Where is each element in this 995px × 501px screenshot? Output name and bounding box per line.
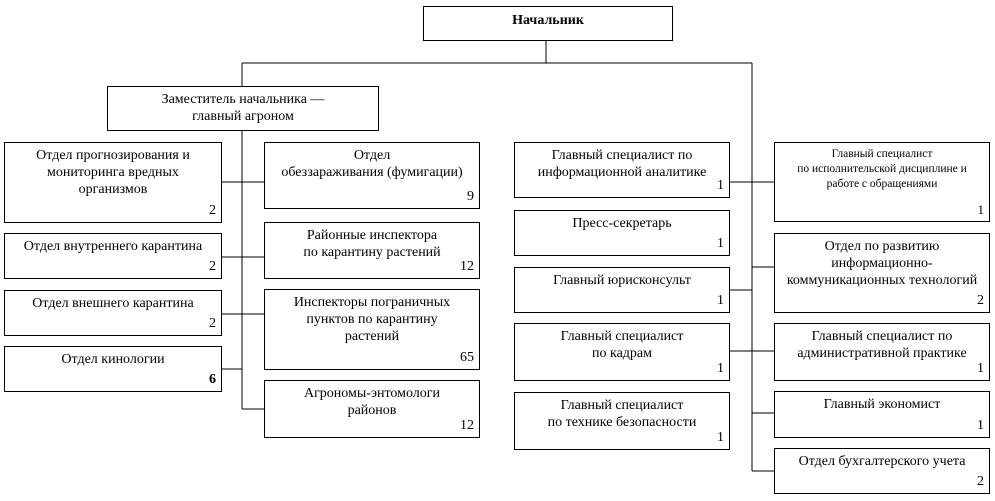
chief-label: Начальник — [512, 13, 584, 28]
accounting-dept-count: 2 — [977, 474, 984, 489]
safety-specialist-box: Главный специалист по технике безопаснос… — [514, 392, 730, 450]
admin-practice-specialist-count: 1 — [977, 361, 984, 376]
dept-external-quarantine-label: Отдел внешнего карантина — [32, 296, 194, 311]
dept-forecasting-label: Отдел прогнозирования и мониторинга вред… — [36, 148, 190, 197]
admin-practice-specialist-box: Главный специалист по административной п… — [774, 323, 990, 381]
discipline-specialist-box: Главный специалист по исполнительской ди… — [774, 142, 990, 222]
safety-specialist-label: Главный специалист по технике безопаснос… — [547, 398, 697, 430]
district-inspectors-count: 12 — [460, 259, 474, 274]
chief-box: Начальник — [423, 6, 673, 41]
hr-specialist-count: 1 — [717, 361, 724, 376]
hr-specialist-box: Главный специалист по кадрам 1 — [514, 323, 730, 381]
dept-internal-quarantine-label: Отдел внутреннего карантина — [23, 239, 203, 254]
district-inspectors-label: Районные инспектора по карантину растени… — [303, 228, 441, 260]
press-secretary-box: Пресс-секретарь 1 — [514, 210, 730, 256]
discipline-specialist-count: 1 — [977, 202, 985, 217]
border-inspectors-box: Инспекторы пограничных пунктов по карант… — [264, 289, 480, 370]
border-inspectors-label: Инспекторы пограничных пунктов по карант… — [293, 295, 451, 344]
info-analytics-specialist-box: Главный специалист по информационной ана… — [514, 142, 730, 198]
ict-development-dept-box: Отдел по развитию информационно- коммуни… — [774, 233, 990, 313]
admin-practice-specialist-label: Главный специалист по административной п… — [797, 329, 967, 361]
dept-forecasting-box: Отдел прогнозирования и мониторинга вред… — [4, 142, 222, 223]
dept-external-quarantine-box: Отдел внешнего карантина 2 — [4, 290, 222, 336]
chief-economist-box: Главный экономист 1 — [774, 391, 990, 438]
dept-external-quarantine-count: 2 — [209, 316, 216, 331]
agronomists-entomologists-box: Агрономы-энтомологи районов 12 — [264, 380, 480, 438]
info-analytics-specialist-label: Главный специалист по информационной ана… — [537, 148, 707, 180]
accounting-dept-label: Отдел бухгалтерского учета — [798, 454, 966, 469]
chief-economist-count: 1 — [977, 418, 984, 433]
safety-specialist-count: 1 — [717, 430, 724, 445]
dept-internal-quarantine-count: 2 — [209, 259, 216, 274]
dept-forecasting-count: 2 — [209, 203, 216, 218]
hr-specialist-label: Главный специалист по кадрам — [560, 329, 684, 361]
chief-economist-label: Главный экономист — [823, 397, 941, 412]
dept-internal-quarantine-box: Отдел внутреннего карантина 2 — [4, 233, 222, 279]
ict-development-dept-label: Отдел по развитию информационно- коммуни… — [786, 239, 978, 288]
dept-cynology-label: Отдел кинологии — [61, 352, 165, 367]
agronomists-entomologists-count: 12 — [460, 418, 474, 433]
chief-legal-counsel-box: Главный юрисконсульт 1 — [514, 267, 730, 313]
deputy-box: Заместитель начальника — главный агроном — [107, 86, 379, 131]
ict-development-dept-count: 2 — [977, 293, 984, 308]
deputy-label: Заместитель начальника — главный агроном — [161, 92, 325, 124]
info-analytics-specialist-count: 1 — [717, 178, 724, 193]
press-secretary-label: Пресс-секретарь — [572, 216, 672, 231]
district-inspectors-box: Районные инспектора по карантину растени… — [264, 222, 480, 279]
chief-legal-counsel-label: Главный юрисконсульт — [553, 273, 691, 288]
dept-cynology-box: Отдел кинологии 6 — [4, 346, 222, 392]
accounting-dept-box: Отдел бухгалтерского учета 2 — [774, 448, 990, 494]
border-inspectors-count: 65 — [460, 350, 474, 365]
agronomists-entomologists-label: Агрономы-энтомологи районов — [303, 386, 441, 418]
chief-legal-counsel-count: 1 — [717, 293, 724, 308]
discipline-specialist-label: Главный специалист по исполнительской ди… — [797, 148, 967, 190]
press-secretary-count: 1 — [717, 236, 724, 251]
dept-fumigation-count: 9 — [467, 189, 474, 204]
dept-fumigation-box: Отдел обеззараживания (фумигации) 9 — [264, 142, 480, 209]
dept-fumigation-label: Отдел обеззараживания (фумигации) — [281, 148, 463, 180]
dept-cynology-count: 6 — [209, 372, 216, 387]
